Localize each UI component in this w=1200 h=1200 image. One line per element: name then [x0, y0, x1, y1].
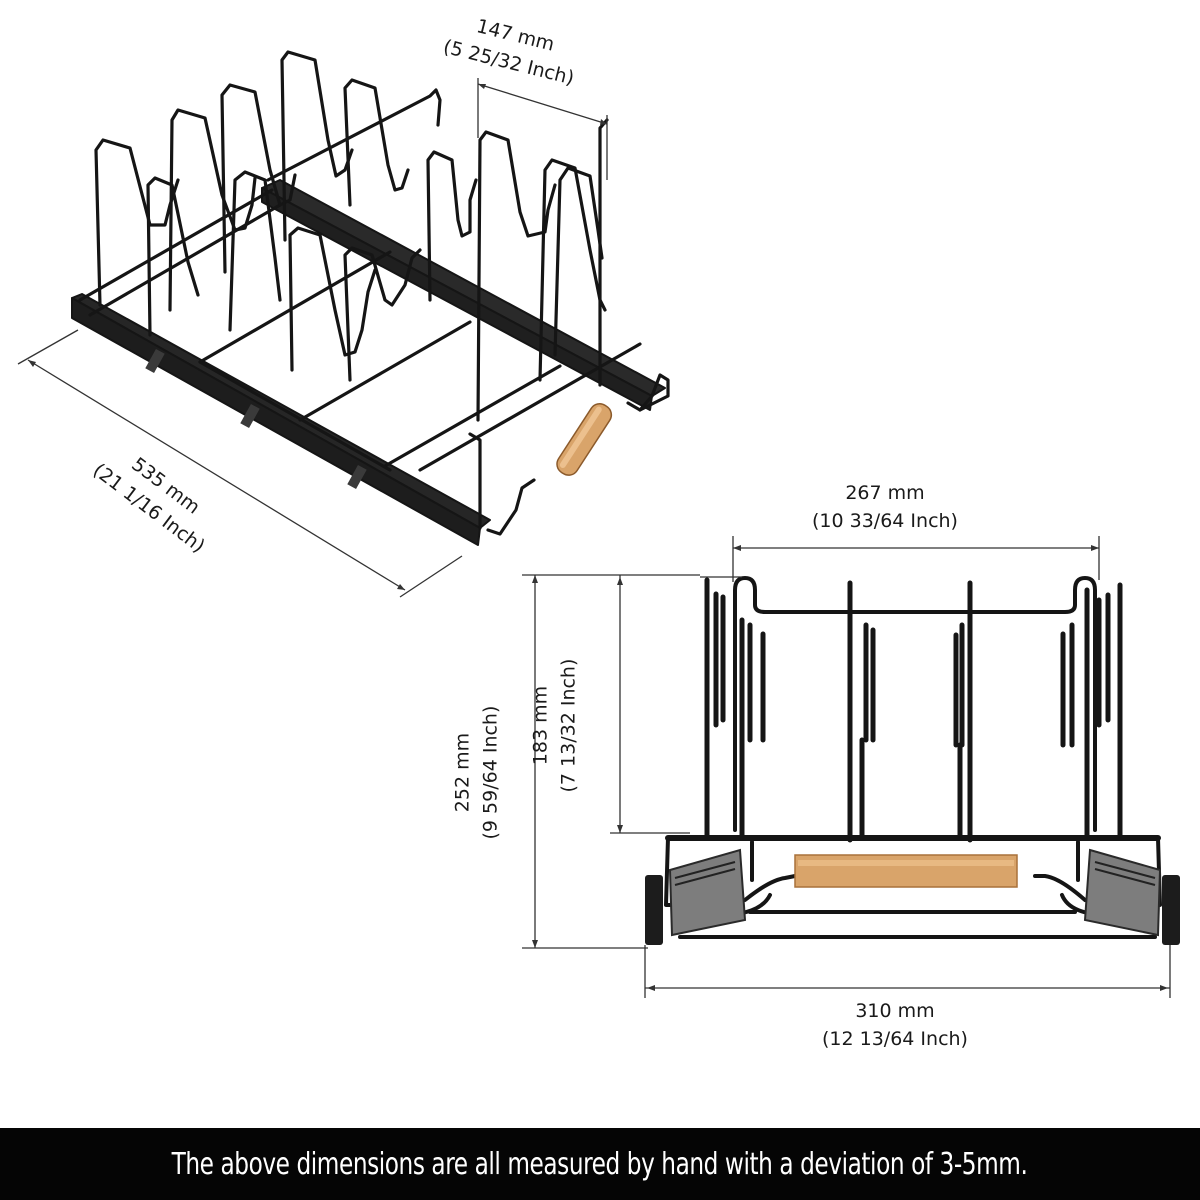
label-total-width-inch: (12 13/64 Inch) [822, 1027, 968, 1050]
isometric-rack-view [71, 50, 670, 546]
label-total-height-inch: (9 59/64 Inch) [478, 705, 501, 840]
footer-note-bar: The above dimensions are all measured by… [0, 1128, 1200, 1200]
label-total-width: 310 mm (12 13/64 Inch) [822, 998, 968, 1053]
label-divider-height-inch: (7 13/32 Inch) [556, 658, 579, 793]
center-right-divider [953, 580, 973, 843]
left-divider-cluster [704, 577, 766, 838]
front-slide-rail [71, 293, 491, 546]
dimension-line-310mm [644, 945, 1171, 998]
label-total-height-mm: 252 mm [451, 732, 474, 813]
rack-drawings [17, 50, 1180, 998]
label-divider-height: 183 mm (7 13/32 Inch) [527, 659, 582, 793]
dimension-line-535mm [17, 329, 463, 598]
center-left-divider [847, 580, 876, 843]
base-frame [78, 188, 670, 530]
top-hook-rail [733, 576, 1097, 832]
dimension-diagram: 147 mm (5 25/32 Inch) 535 mm (21 1/16 In… [17, 15, 1180, 1053]
label-inner-width: 267 mm (10 33/64 Inch) [812, 480, 958, 535]
label-divider-height-mm: 183 mm [529, 685, 552, 766]
label-inner-width-inch: (10 33/64 Inch) [812, 509, 958, 532]
label-inner-width-mm: 267 mm [845, 482, 925, 504]
dimension-line-147mm [477, 78, 608, 180]
dimension-line-183mm [610, 575, 690, 834]
label-total-width-mm: 310 mm [855, 1000, 935, 1022]
right-divider-cluster [1060, 582, 1123, 838]
dimension-line-267mm [700, 536, 1100, 582]
label-total-height: 252 mm (9 59/64 Inch) [449, 706, 504, 840]
dividers [94, 50, 609, 422]
wood-handle-front [794, 854, 1018, 888]
footer-note-text: The above dimensions are all measured by… [172, 1146, 1028, 1182]
front-rack-view [664, 576, 1162, 939]
handle [486, 394, 654, 536]
front-view-slide-rails [645, 848, 1180, 945]
dimension-line-252mm [522, 574, 700, 949]
back-slide-rail [261, 179, 666, 411]
